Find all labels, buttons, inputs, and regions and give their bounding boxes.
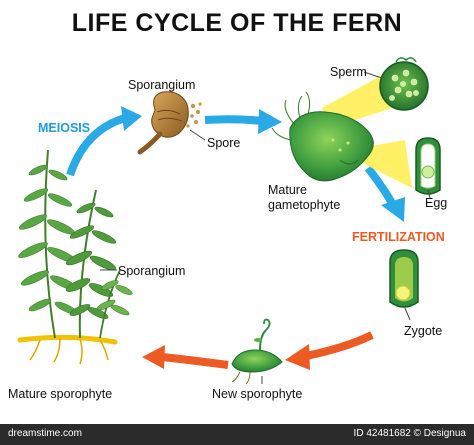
fertilization-arrow-head — [381, 197, 405, 222]
mature-sporophyte-fern-illustration — [17, 149, 133, 365]
new-sporophyte-label: New sporophyte — [212, 387, 303, 401]
new-sporophyte-illustration — [231, 318, 283, 385]
footer-id: ID 42481682 © Designua — [353, 428, 466, 439]
spore-label: Spore — [207, 136, 241, 150]
new-to-mature-arrow — [161, 353, 229, 369]
spore-arrow-head — [258, 109, 282, 134]
egg-label: Egg — [425, 196, 448, 210]
mature-gametophyte-label-line1: Mature — [268, 183, 307, 197]
meiosis-label: MEIOSIS — [38, 121, 91, 135]
sperm-label: Sperm — [330, 65, 367, 79]
sperm-illustration — [363, 57, 429, 111]
gametophyte-illustration — [271, 72, 412, 188]
sporangium-top-label: Sporangium — [128, 78, 196, 92]
fertilization-label: FERTILIZATION — [352, 230, 445, 244]
meiosis-arrow — [66, 114, 127, 177]
zygote-to-sporophyte-arrow — [305, 331, 374, 360]
zygote-illustration — [389, 249, 419, 321]
zygote-arrow-head — [285, 344, 310, 370]
diagram-title: LIFE CYCLE OF THE FERN — [71, 9, 403, 37]
spore-to-gametophyte-arrow — [204, 115, 263, 125]
sporangium-fern-label: Sporangium — [118, 264, 186, 278]
mature-gametophyte-label-line2: gametophyte — [268, 198, 341, 212]
egg-illustration — [415, 137, 441, 199]
zygote-label: Zygote — [404, 324, 443, 338]
mature-sporophyte-label: Mature sporophyte — [8, 387, 113, 401]
footer-watermark: dreamstime.com — [8, 428, 82, 439]
footer-bar: dreamstime.com ID 42481682 © Designua — [0, 424, 474, 445]
meiosis-arrow-head — [121, 106, 142, 131]
new-to-mature-arrow-head — [142, 345, 165, 369]
sporangium-illustration — [137, 91, 206, 155]
